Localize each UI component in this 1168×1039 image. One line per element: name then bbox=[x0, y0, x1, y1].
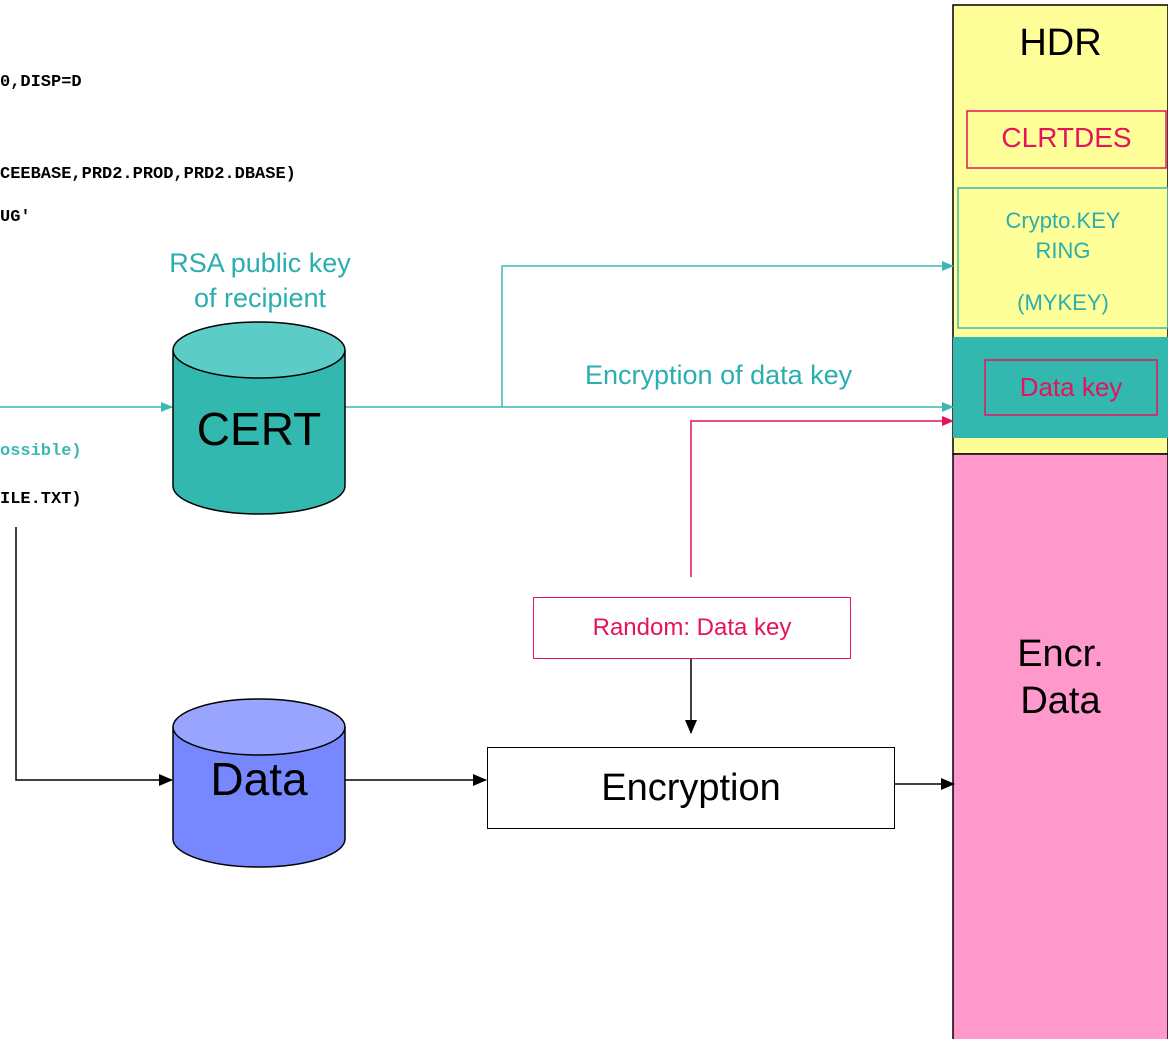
keyring-label-line2: RING bbox=[1035, 238, 1091, 263]
encr-data-label-line1: Encr. bbox=[1017, 633, 1104, 675]
keyring-box bbox=[957, 187, 1168, 329]
hdr-title: HDR bbox=[1019, 22, 1102, 64]
keyring-label-line3: (MYKEY) bbox=[1017, 290, 1109, 315]
code-line-steplib: CEEBASE,PRD2.PROD,PRD2.DBASE) bbox=[0, 165, 296, 184]
rsa-key-caption-line1: RSA public key bbox=[169, 248, 351, 278]
data-cylinder bbox=[172, 698, 346, 868]
data-key-box bbox=[984, 359, 1158, 416]
clrtdes-box bbox=[966, 110, 1167, 169]
code-line-file: ILE.TXT) bbox=[0, 490, 82, 509]
code-line-dsn: 0,DISP=D bbox=[0, 73, 82, 92]
data-label: Data bbox=[210, 753, 308, 805]
clrtdes-label: CLRTDES bbox=[1001, 122, 1132, 153]
random-data-key-box: Random: Data key bbox=[533, 597, 851, 659]
code-line-parm: UG' bbox=[0, 208, 31, 227]
arrow-random-to-datakey bbox=[690, 416, 954, 577]
arrow-code-to-data bbox=[15, 527, 173, 786]
encryption-label: Encryption bbox=[601, 766, 781, 809]
encr-data-label-line2: Data bbox=[1020, 680, 1101, 722]
random-data-key-label: Random: Data key bbox=[592, 614, 792, 641]
data-key-label: Data key bbox=[1019, 372, 1123, 402]
arrow-cert-to-keyring bbox=[501, 261, 954, 407]
encryption-of-data-key-label: Encryption of data key bbox=[585, 360, 853, 390]
encr-data-section bbox=[952, 453, 1168, 1039]
data-key-band bbox=[953, 337, 1168, 438]
keyring-label-line1: Crypto.KEY bbox=[1005, 208, 1121, 233]
cert-cylinder bbox=[172, 321, 346, 515]
cert-label: CERT bbox=[196, 403, 322, 455]
code-line-comment: ossible) bbox=[0, 442, 82, 461]
encryption-box: Encryption bbox=[487, 747, 895, 829]
rsa-key-caption-line2: of recipient bbox=[193, 283, 327, 313]
